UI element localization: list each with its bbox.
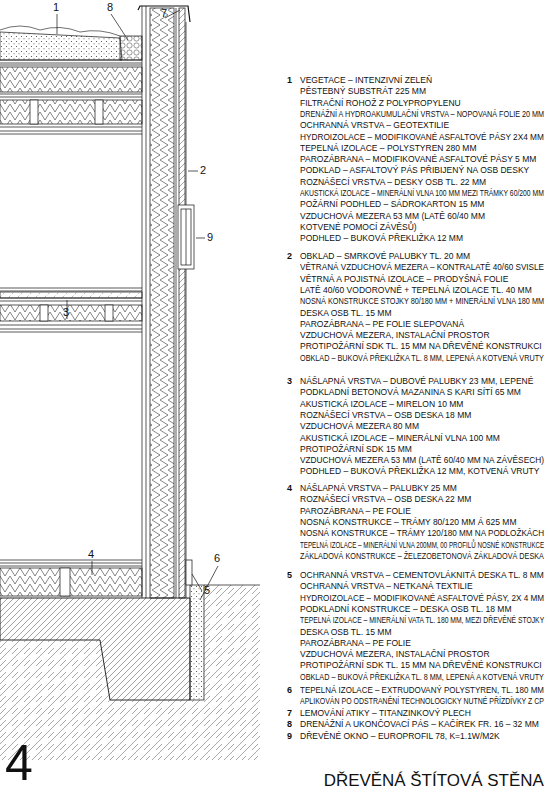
layer-description: OBKLAD – BUKOVÁ PŘEKLIŽKA TL. 8 MM, LEPE… (300, 354, 544, 363)
layer-description: NOSNÁ KONSTRUKCE STOJKY 80/180 MM + MINE… (300, 297, 544, 306)
layer-description: DESKA OSB TL. 15 MM (300, 309, 392, 318)
layer-description: PODHLED – BUKOVÁ PŘEKLIŽKA 12 MM, KOTVEN… (300, 467, 539, 476)
layer-description: AKUSTICKÁ IZOLACE – MINERÁLNÍ VLNA 100 M… (300, 189, 544, 198)
layer-description: AKUSTICKÁ IZOLACE – MIRELON 10 MM (300, 400, 463, 409)
layer-description: PAROZÁBRANA – PE FOLIE (300, 639, 411, 648)
callout-number: 4 (88, 549, 94, 560)
layer-description: OCHRANNÁ VRSTVA – NETKANÁ TEXTILIE (300, 582, 473, 591)
layer-description: LATĚ 40/60 VODOROVNĚ + TEPELNÁ IZOLACE T… (300, 286, 532, 295)
layer-description: VEGETACE – INTENZIVNÍ ZELEŇ (300, 76, 432, 85)
layer-description: TEPELNÁ IZOLACE – MINERÁLNÍ VLNA 200MM, … (300, 541, 544, 550)
layer-description: OBKLAD – BUKOVÁ PŘEKLIŽKA TL. 8 MM, LEPE… (300, 673, 544, 682)
callout-number: 5 (204, 585, 210, 596)
callout-number: 1 (53, 2, 59, 13)
layer-description: PROTIPOŽÁRNÍ SDK 15 MM (300, 445, 412, 454)
layer-description: PODHLED – BUKOVÁ PŘEKLIŽKA 12 MM (300, 234, 463, 243)
layer-description: VZDUCHOVÁ MEZERA 53 MM (LATĚ 60/40 MM (300, 212, 485, 221)
layer-description: PROTIPOŽÁRNÍ SDK TL. 15 MM NA DŘEVĚNÉ KO… (300, 342, 542, 351)
legend-number: 5 (287, 571, 292, 580)
layer-description: TEPELNÁ IZOLACE – MINERÁLNÍ VATA TL. 180… (300, 616, 544, 625)
layer-description: ROZNÁŠECÍ VRSTVA – DESKY OSB TL. 22 MM (300, 178, 486, 187)
layer-description: APLIKOVÁN PO ODSTRANĚNÍ TECHNOLOGICKY NU… (300, 697, 544, 706)
layer-description: PAROZÁBRANA – PE FOLIE SLEPOVANÁ (300, 320, 464, 329)
layer-description: ROZNÁŠECÍ VRSTVA – OSB DESKA 22 MM (300, 495, 471, 504)
sheet-number: 4 (5, 738, 33, 788)
layer-description: PODKLAD – ASFALTOVÝ PÁS PŘIBIJENÝ NA OSB… (300, 166, 529, 175)
layer-description: ROZNÁŠECÍ VRSTVA – OSB DESKA 18 MM (300, 411, 471, 420)
layer-description: TEPELNÁ IZOLACE – EXTRUDOVANÝ POLYSTYREN… (300, 686, 544, 695)
layer-description: VĚTRNÁ A POJISTNÁ IZOLACE – PRODYŠNÁ FOL… (300, 275, 508, 284)
layer-description: POŽÁRNÍ PODHLED – SÁDROKARTON 15 MM (300, 200, 484, 209)
layer-description: LEMOVÁNÍ ATIKY – TITANZINKOVÝ PLECH (300, 709, 471, 718)
layer-description: PAROZÁBRANA – MODIFIKOVANÉ ASFALTOVÉ PÁS… (300, 155, 536, 164)
legend-number: 7 (287, 709, 292, 718)
layer-description: OBKLAD – SMRKOVÉ PALUBKY TL. 20 MM (300, 252, 470, 261)
sheet-title: DŘEVĚNÁ ŠTÍTOVÁ STĚNA (324, 772, 544, 789)
layer-description: TEPELNÁ IZOLACE – POLYSTYREN 280 MM (300, 144, 477, 153)
layer-description: ZÁKLADOVÁ KONSTRUKCE – ŽELEZOBETONOVÁ ZÁ… (300, 552, 544, 561)
layer-description: KOTVENÉ POMOCÍ ZÁVĚSŮ) (300, 223, 417, 232)
layer-description: OCHRANNÁ VRSTVA – CEMENTOVLÁKNITÁ DESKA … (300, 571, 544, 580)
layer-description: PROTIPOŽÁRNÍ SDK TL. 15 MM NA DŘEVĚNÉ KO… (300, 661, 542, 670)
callout-number: 3 (63, 307, 69, 318)
layer-description: PODKLADNÍ KONSTRUKCE – DESKA OSB TL. 18 … (300, 605, 511, 614)
callout-number: 2 (200, 165, 206, 176)
callout-number: 8 (107, 2, 113, 13)
legend-number: 6 (287, 686, 292, 695)
layer-description: DŘEVĚNÉ OKNO – EUROPROFIL 78, K=1.1W/M2K (300, 732, 500, 741)
layer-description: DRENÁŽNÍ A UKONČOVACÍ PÁS – KAČÍREK FR. … (300, 720, 539, 729)
layer-description: VZDUCHOVÁ MEZERA, INSTALAČNÍ PROSTOR (300, 331, 490, 340)
layer-description: HYDROIZOLACE – MODIFIKOVANÉ ASFALTOVÉ PÁ… (300, 133, 544, 142)
callout-number: 7 (161, 8, 167, 19)
layer-description: HYDROIZOLACE – MODIFIKOVANÉ ASFALTOVÉ PÁ… (300, 594, 544, 603)
layer-description: PAROZÁBRANA – PE FOLIE (300, 507, 411, 516)
legend-number: 8 (287, 720, 292, 729)
layer-description: PĚSTEBNÝ SUBSTRÁT 225 MM (300, 87, 426, 96)
layer-description: VZDUCHOVÁ MEZERA 53 MM (LATĚ 60/40 MM NA… (300, 456, 544, 465)
layer-description: FILTRAČNÍ ROHOŽ Z POLYPROPYLENU (300, 99, 461, 108)
layer-description: PODKLADNÍ BETONOVÁ MAZANINA S KARI SÍTÍ … (300, 388, 521, 397)
layer-description: VĚTRANÁ VZDUCHOVÁ MEZERA – KONTRALATĚ 40… (300, 263, 544, 272)
layer-description: DRENÁŽNÍ A HYDROAKUMULAČNÍ VRSTVA – NOPO… (300, 110, 544, 119)
layer-description: NOSNÁ KONSTRUKCE – TRÁMY 80/120 MM Á 625… (300, 518, 517, 527)
layer-description: NÁŠLAPNÁ VRSTVA – DUBOVÉ PALUBKY 23 MM, … (300, 377, 533, 386)
layer-description: NOSNÁ KONSTRUKCE – TRÁMY 120/180 MM NA P… (300, 529, 544, 538)
layer-description: VZDUCHOVÁ MEZERA, INSTALAČNÍ PROSTOR (300, 650, 490, 659)
legend-number: 1 (287, 76, 292, 85)
layer-description: DESKA OSB TL. 15 MM (300, 628, 392, 637)
legend-number: 9 (287, 732, 292, 741)
layer-description: VZDUCHOVÁ MEZERA 80 MM (300, 422, 419, 431)
callout-number: 9 (207, 232, 213, 243)
layer-description: NÁŠLAPNÁ VRSTVA – PALUBKY 25 MM (300, 484, 457, 493)
callout-number: 6 (214, 553, 220, 564)
legend-number: 2 (287, 252, 292, 261)
legend-number: 3 (287, 377, 292, 386)
layer-description: AKUSTICKÁ IZOLACE – MINERÁLNÍ VLNA 100 M… (300, 434, 500, 443)
legend-number: 4 (287, 484, 292, 493)
layer-description: OCHRANNÁ VRSTVA – GEOTEXTILIE (300, 121, 449, 130)
